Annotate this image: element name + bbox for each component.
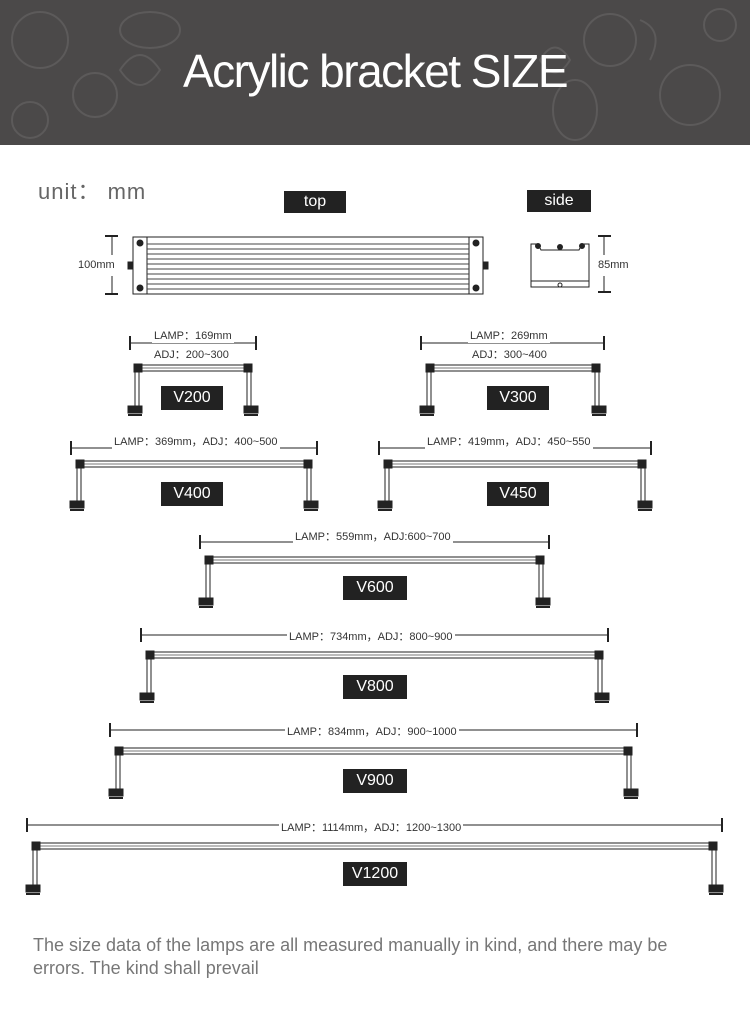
bar-end-right — [591, 363, 601, 373]
model-tag-v1200: V1200 — [343, 862, 407, 886]
top-view-height: 100mm — [78, 259, 115, 271]
bar-end-left — [383, 459, 393, 469]
bracket-foot — [127, 405, 143, 414]
bracket-v450 — [377, 441, 653, 511]
lamp-dimension-v800: LAMP：734mm，ADJ：800~900 — [287, 628, 455, 644]
bar-end-right — [623, 746, 633, 756]
bracket-v600 — [198, 535, 551, 608]
bar-end-right — [303, 459, 313, 469]
lamp-dimension-v400: LAMP：369mm，ADJ：400~500 — [112, 433, 280, 449]
bar-end-left — [31, 841, 41, 851]
lamp-dimension-v1200: LAMP：1114mm，ADJ：1200~1300 — [279, 819, 464, 835]
bracket-foot — [591, 405, 607, 414]
page-title: Acrylic bracket SIZE — [182, 45, 569, 97]
side-view-drawing — [530, 235, 611, 293]
top-view-label: top — [284, 191, 346, 213]
side-view-height: 85mm — [598, 259, 629, 271]
bracket-v1200 — [25, 818, 724, 895]
bracket-foot — [303, 500, 319, 509]
bar-end-left — [425, 363, 435, 373]
bracket-foot — [419, 405, 435, 414]
bar-end-right — [637, 459, 647, 469]
unit-label: unit： mm — [38, 179, 147, 204]
fruit-pattern-decoration — [11, 8, 737, 141]
bar-end-right — [535, 555, 545, 565]
model-tag-v800: V800 — [343, 675, 407, 699]
bar-end-left — [114, 746, 124, 756]
lamp-dimension-v300: LAMP：269mm — [468, 327, 550, 343]
bracket-v200 — [127, 336, 259, 416]
model-tag-v200: V200 — [161, 386, 223, 410]
bracket-v300 — [419, 336, 607, 416]
bracket-foot — [594, 692, 610, 701]
bar-end-right — [708, 841, 718, 851]
bracket-foot — [198, 597, 214, 606]
model-tag-v450: V450 — [487, 482, 549, 506]
bracket-foot — [243, 405, 259, 414]
bracket-foot — [708, 884, 724, 893]
model-tag-v600: V600 — [343, 576, 407, 600]
header-banner: Acrylic bracket SIZE — [0, 0, 750, 145]
bar-end-left — [133, 363, 143, 373]
bracket-foot — [69, 500, 85, 509]
bracket-foot — [637, 500, 653, 509]
bar-end-left — [145, 650, 155, 660]
bracket-foot — [535, 597, 551, 606]
model-tag-v300: V300 — [487, 386, 549, 410]
bracket-foot — [623, 788, 639, 797]
model-tag-v400: V400 — [161, 482, 223, 506]
lamp-dimension-v450: LAMP：419mm，ADJ：450~550 — [425, 433, 593, 449]
model-tag-v900: V900 — [343, 769, 407, 793]
bracket-foot — [108, 788, 124, 797]
bar-end-left — [75, 459, 85, 469]
bracket-foot — [139, 692, 155, 701]
bar-end-right — [243, 363, 253, 373]
lamp-dimension-v200: LAMP：169mm — [152, 327, 234, 343]
adj-range-v200: ADJ：200~300 — [152, 346, 231, 362]
disclaimer-note: The size data of the lamps are all measu… — [33, 935, 668, 978]
adj-range-v300: ADJ：300~400 — [470, 346, 549, 362]
side-view-label: side — [527, 190, 591, 212]
top-view-drawing — [105, 235, 489, 295]
lamp-dimension-v600: LAMP：559mm，ADJ:600~700 — [293, 528, 453, 544]
bracket-foot — [377, 500, 393, 509]
bracket-foot — [25, 884, 41, 893]
lamp-dimension-v900: LAMP：834mm，ADJ：900~1000 — [285, 723, 459, 739]
bar-end-left — [204, 555, 214, 565]
bar-end-right — [594, 650, 604, 660]
